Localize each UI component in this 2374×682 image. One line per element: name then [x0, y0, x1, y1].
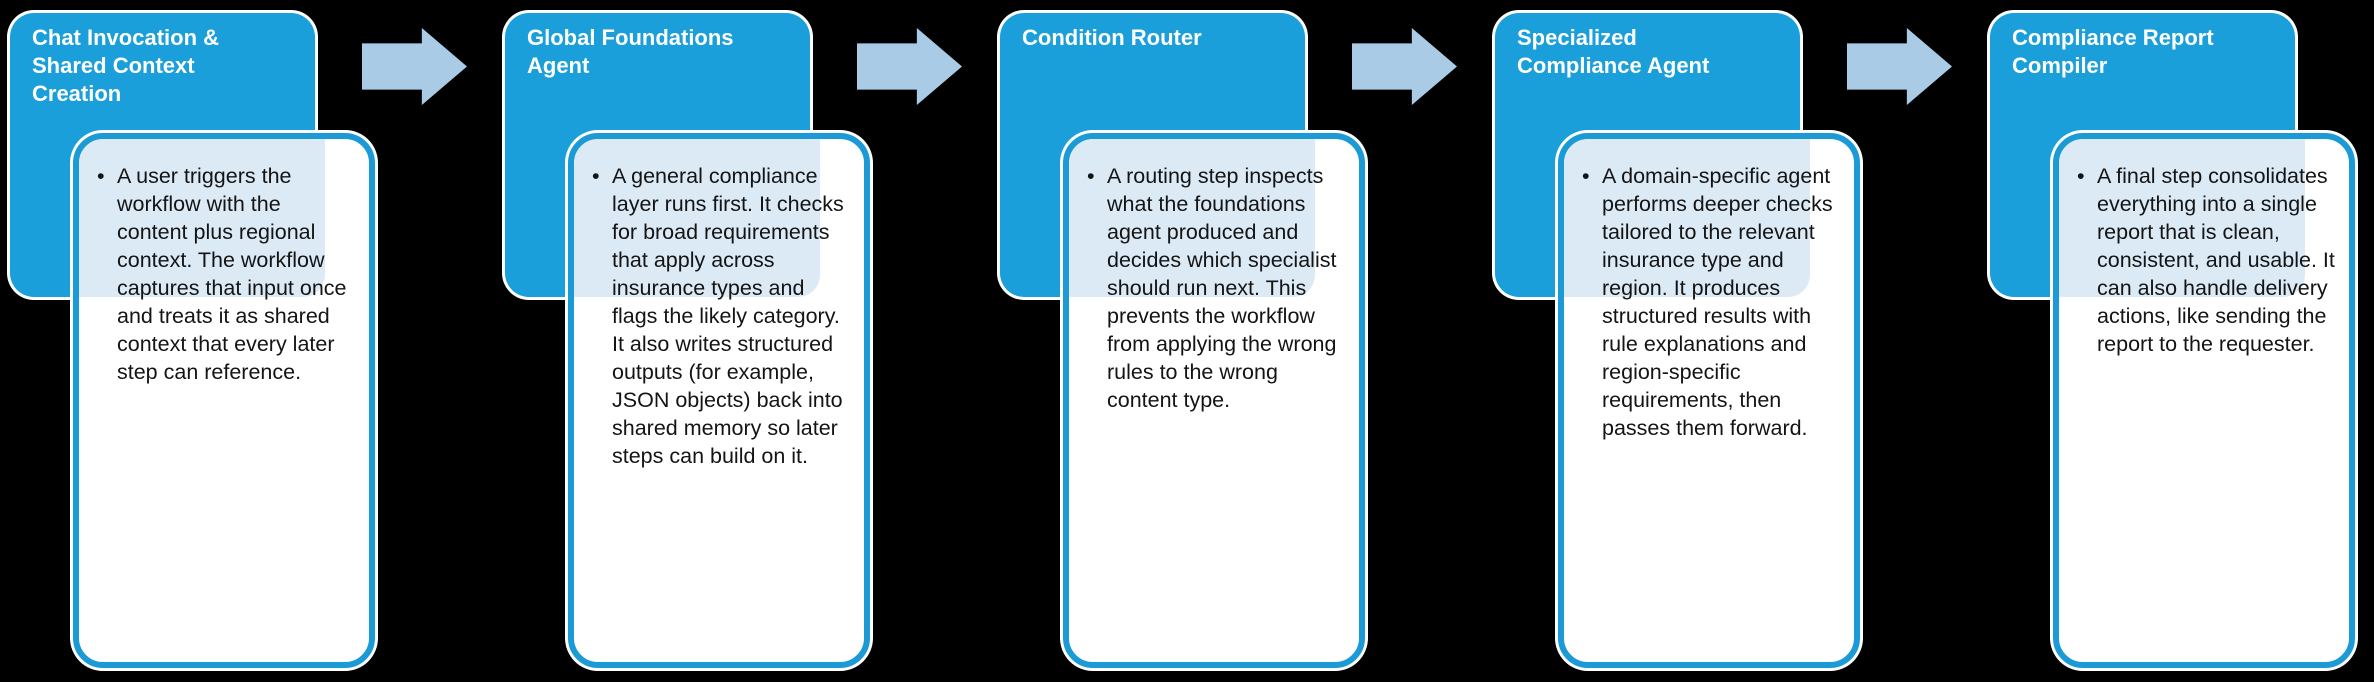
- bullet-marker: •: [1582, 164, 1590, 188]
- step-description-list: • A domain-specific agent performs deepe…: [1564, 139, 1854, 662]
- bullet-marker: •: [2077, 164, 2085, 188]
- step-description-list: • A final step consolidates everything i…: [2059, 139, 2349, 662]
- overlap-tint: [1069, 139, 1315, 297]
- step-global-foundations-agent: Global Foundations Agent • A general com…: [505, 0, 1000, 682]
- bullet-marker: •: [97, 164, 105, 188]
- step-body-card: • A domain-specific agent performs deepe…: [1558, 133, 1860, 668]
- step-title: Specialized Compliance Agent: [1517, 25, 1710, 78]
- step-description: A domain-specific agent performs deeper …: [1602, 164, 1833, 440]
- step-chat-invocation: Chat Invocation & Shared Context Creatio…: [10, 0, 505, 682]
- list-item: • A routing step inspects what the found…: [1087, 162, 1345, 414]
- step-compliance-report-compiler: Compliance Report Compiler • A final ste…: [1990, 0, 2374, 682]
- step-description-list: • A user triggers the workflow with the …: [79, 139, 369, 662]
- step-title: Condition Router: [1022, 25, 1202, 50]
- step-description-list: • A routing step inspects what the found…: [1069, 139, 1359, 662]
- step-body-card: • A routing step inspects what the found…: [1063, 133, 1365, 668]
- step-specialized-compliance-agent: Specialized Compliance Agent • A domain-…: [1495, 0, 1990, 682]
- list-item: • A user triggers the workflow with the …: [97, 162, 355, 386]
- step-title: Global Foundations Agent: [527, 25, 734, 78]
- overlap-tint: [2059, 139, 2305, 297]
- step-body-card: • A general compliance layer runs first.…: [568, 133, 870, 668]
- step-description: A general compliance layer runs first. I…: [612, 164, 844, 468]
- step-condition-router: Condition Router • A routing step inspec…: [1000, 0, 1495, 682]
- bullet-marker: •: [592, 164, 600, 188]
- list-item: • A general compliance layer runs first.…: [592, 162, 850, 470]
- step-title: Chat Invocation & Shared Context Creatio…: [32, 25, 220, 106]
- overlap-tint: [574, 139, 820, 297]
- bullet-marker: •: [1087, 164, 1095, 188]
- step-description: A final step consolidates everything int…: [2097, 164, 2335, 356]
- overlap-tint: [79, 139, 325, 297]
- list-item: • A final step consolidates everything i…: [2077, 162, 2335, 358]
- step-description: A user triggers the workflow with the co…: [117, 164, 347, 384]
- list-item: • A domain-specific agent performs deepe…: [1582, 162, 1840, 442]
- step-description-list: • A general compliance layer runs first.…: [574, 139, 864, 662]
- step-body-card: • A final step consolidates everything i…: [2053, 133, 2355, 668]
- step-body-card: • A user triggers the workflow with the …: [73, 133, 375, 668]
- overlap-tint: [1564, 139, 1810, 297]
- step-title: Compliance Report Compiler: [2012, 25, 2214, 78]
- step-description: A routing step inspects what the foundat…: [1107, 164, 1337, 412]
